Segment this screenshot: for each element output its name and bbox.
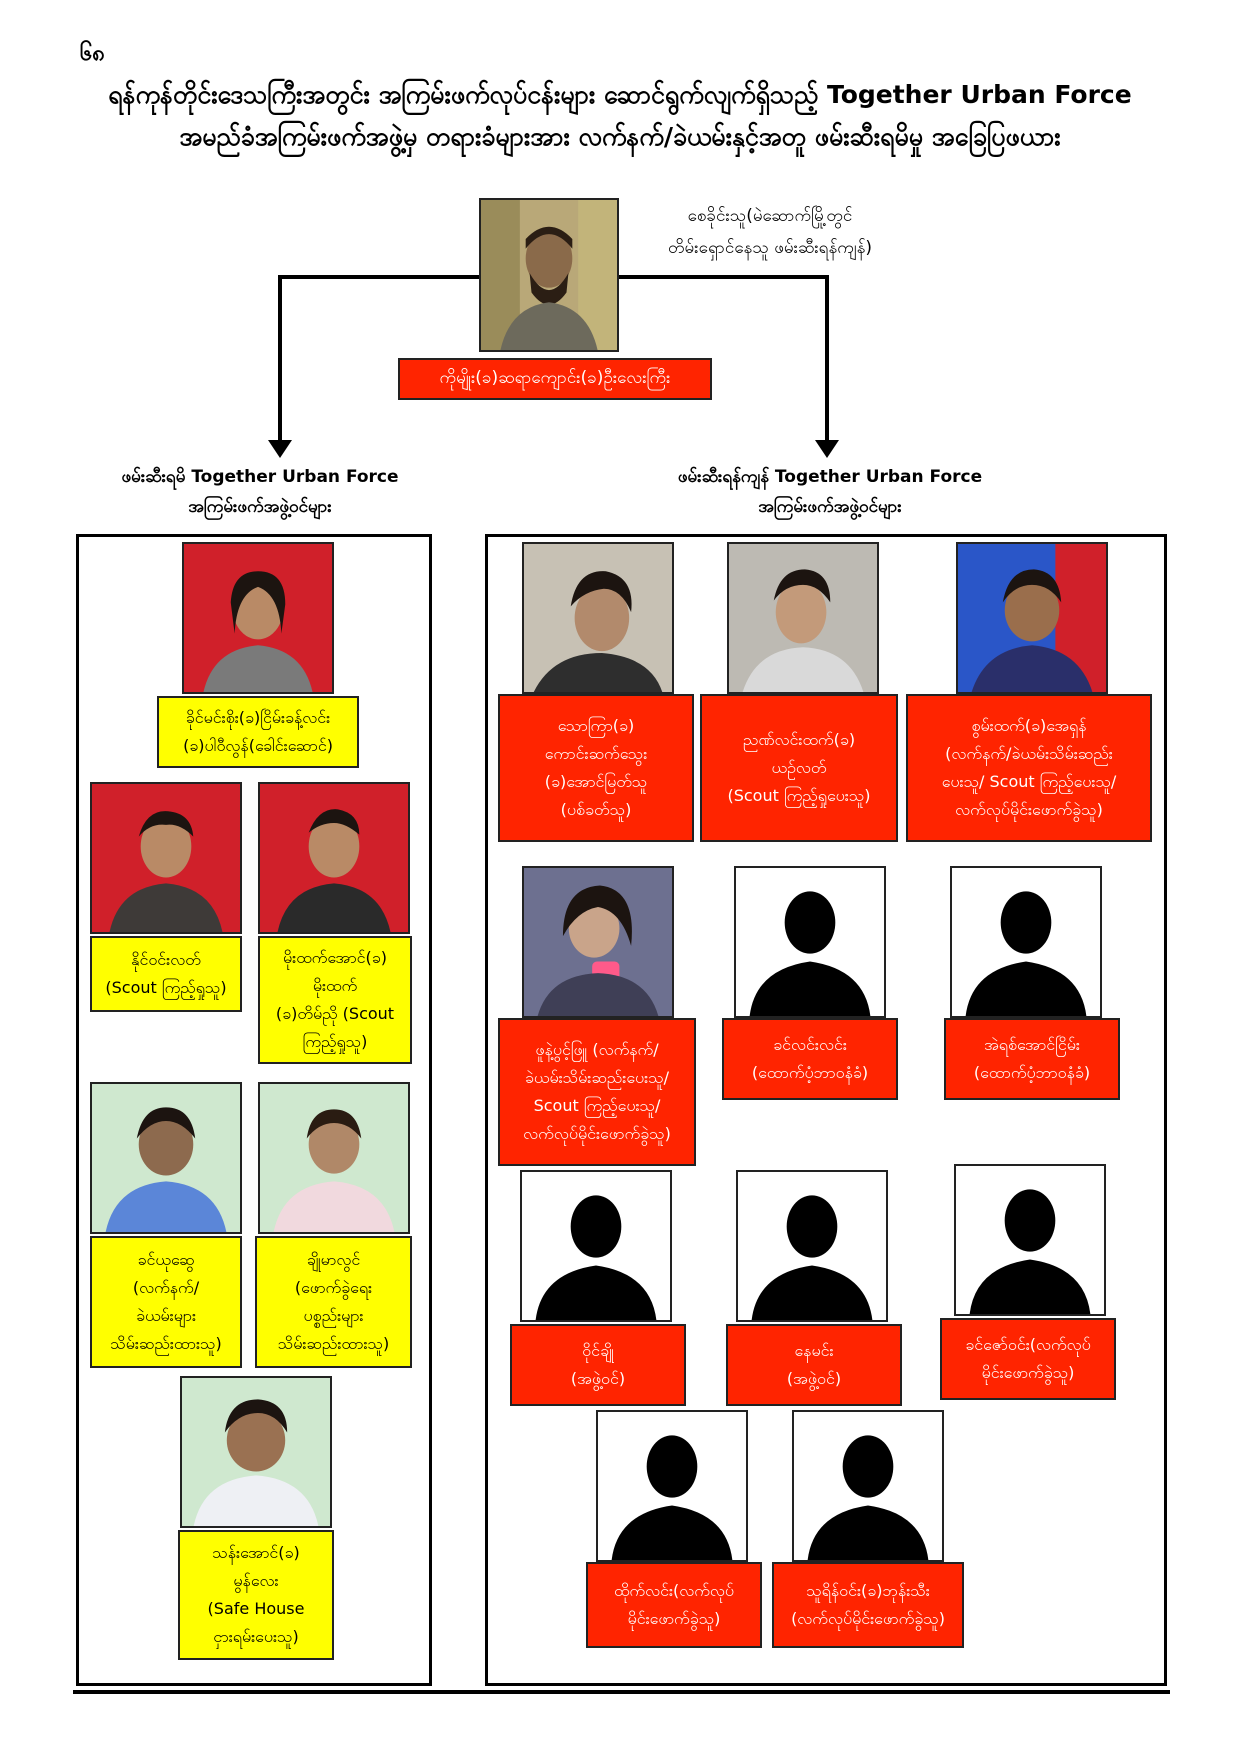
arrested-photo-2: [90, 782, 242, 934]
arrested-photo-5: [258, 1082, 410, 1234]
connector-left-h: [278, 275, 479, 279]
wanted-panel: [485, 534, 1167, 1686]
wanted-photo-8: [736, 1170, 888, 1322]
arrested-photo-3: [258, 782, 410, 934]
arrested-label-1: ခိုင်မင်းစိုး(ခ)ငြိမ်းခန့်လင်း (ခ)ပါဝီလွ…: [157, 696, 359, 768]
arrested-section-caption: ဖမ်းဆီးရမိ Together Urban Force အကြမ်းဖက…: [121, 467, 399, 517]
connector-right-h: [619, 275, 829, 279]
wanted-photo-11: [792, 1410, 944, 1562]
wanted-photo-5: [734, 866, 886, 1018]
arrested-label-2: နိုင်ဝင်းလတ် (Scout ကြည့်ရှုသူ): [90, 936, 242, 1012]
bottom-rule: [73, 1690, 1170, 1694]
arrested-photo-6: [180, 1376, 332, 1528]
wanted-label-1: သောကြာ(ခ) ကောင်းဆက်သွေး (ခ)အောင်မြတ်သူ (…: [498, 694, 694, 842]
wanted-label-10: ထိုက်လင်း(လက်လုပ် မိုင်းဖောက်ခွဲသူ): [586, 1562, 762, 1648]
wanted-photo-7: [520, 1170, 672, 1322]
wanted-photo-1: [522, 542, 674, 694]
arrested-photo-4: [90, 1082, 242, 1234]
wanted-label-6: အဲရစ်အောင်ငြိမ်း (ထောက်ပံ့ဘာဝနံခံ): [944, 1018, 1120, 1100]
wanted-label-5: ခင်လင်းလင်း (ထောက်ပံ့ဘာဝနံခံ): [722, 1018, 898, 1100]
arrow-down-left-icon: [268, 440, 292, 458]
wanted-label-8: နေမင်း (အဖွဲ့ဝင်): [726, 1324, 902, 1406]
wanted-photo-4: [522, 866, 674, 1018]
document-title-line-1: ရန်ကုန်တိုင်းဒေသကြီးအတွင်း အကြမ်းဖက်လုပ်…: [108, 80, 1132, 109]
arrested-label-5: ချိုမာလွင် (ဖောက်ခွဲရေး ပစ္စည်းများ သိမ်…: [255, 1236, 412, 1368]
wanted-section-caption: ဖမ်းဆီးရန်ကျန် Together Urban Force အကြမ…: [677, 467, 983, 517]
wanted-label-2: ညဏ်လင်းထက်(ခ) ယဉ်လတ် (Scout ကြည့်ရှုပေးသ…: [700, 694, 898, 842]
leader-photo: [479, 198, 619, 352]
wanted-photo-6: [950, 866, 1102, 1018]
wanted-photo-3: [956, 542, 1108, 694]
connector-right-v: [825, 275, 829, 445]
wanted-label-3: စွမ်းထက်(ခ)အေရှန် (လက်နက်/ခဲယမ်းသိမ်းဆည်…: [906, 694, 1152, 842]
wanted-label-11: သူရိန်ဝင်း(ခ)ဘုန်းသီး (လက်လုပ်မိုင်းဖောက…: [772, 1562, 964, 1648]
connector-left-v: [278, 275, 282, 445]
wanted-photo-2: [727, 542, 879, 694]
wanted-photo-9: [954, 1164, 1106, 1316]
wanted-photo-10: [596, 1410, 748, 1562]
arrested-label-6: သန်းအောင်(ခ) မွန်လေး (Safe House ငှားရမ်…: [178, 1530, 334, 1660]
arrested-label-3: မိုးထက်အောင်(ခ) မိုးထက် (ခ)တိမ်ညို (Scou…: [258, 936, 412, 1064]
wanted-label-7: ဝိုင်ချို (အဖွဲ့ဝင်): [510, 1324, 686, 1406]
arrested-panel: [76, 534, 432, 1686]
wanted-label-4: ဖူနဲ့ပွင့်ဖြူ (လက်နက်/ ခဲယမ်းသိမ်းဆည်းပေ…: [498, 1018, 696, 1166]
arrow-down-right-icon: [815, 440, 839, 458]
wanted-label-9: ခင်ဇော်ဝင်း(လက်လုပ် မိုင်းဖောက်ခွဲသူ): [940, 1318, 1116, 1400]
arrested-label-4: ခင်ယုဆွေ (လက်နက်/ ခဲယမ်းများ သိမ်းဆည်းထာ…: [90, 1236, 242, 1368]
document-title-line-2: အမည်ခံအကြမ်းဖက်အဖွဲ့မှ တရားခံများအား လက်…: [179, 122, 1061, 151]
leader-name-label: ကိုမျိုး(ခ)ဆရာကျောင်း(ခ)ဦးလေးကြီး: [398, 358, 712, 400]
arrested-photo-1: [182, 542, 334, 694]
page-number: ၆၈: [80, 41, 105, 66]
leader-note: စေခိုင်းသူ(မဲဆောက်မြို့တွင် တိမ်းရှောင်န…: [668, 206, 872, 258]
